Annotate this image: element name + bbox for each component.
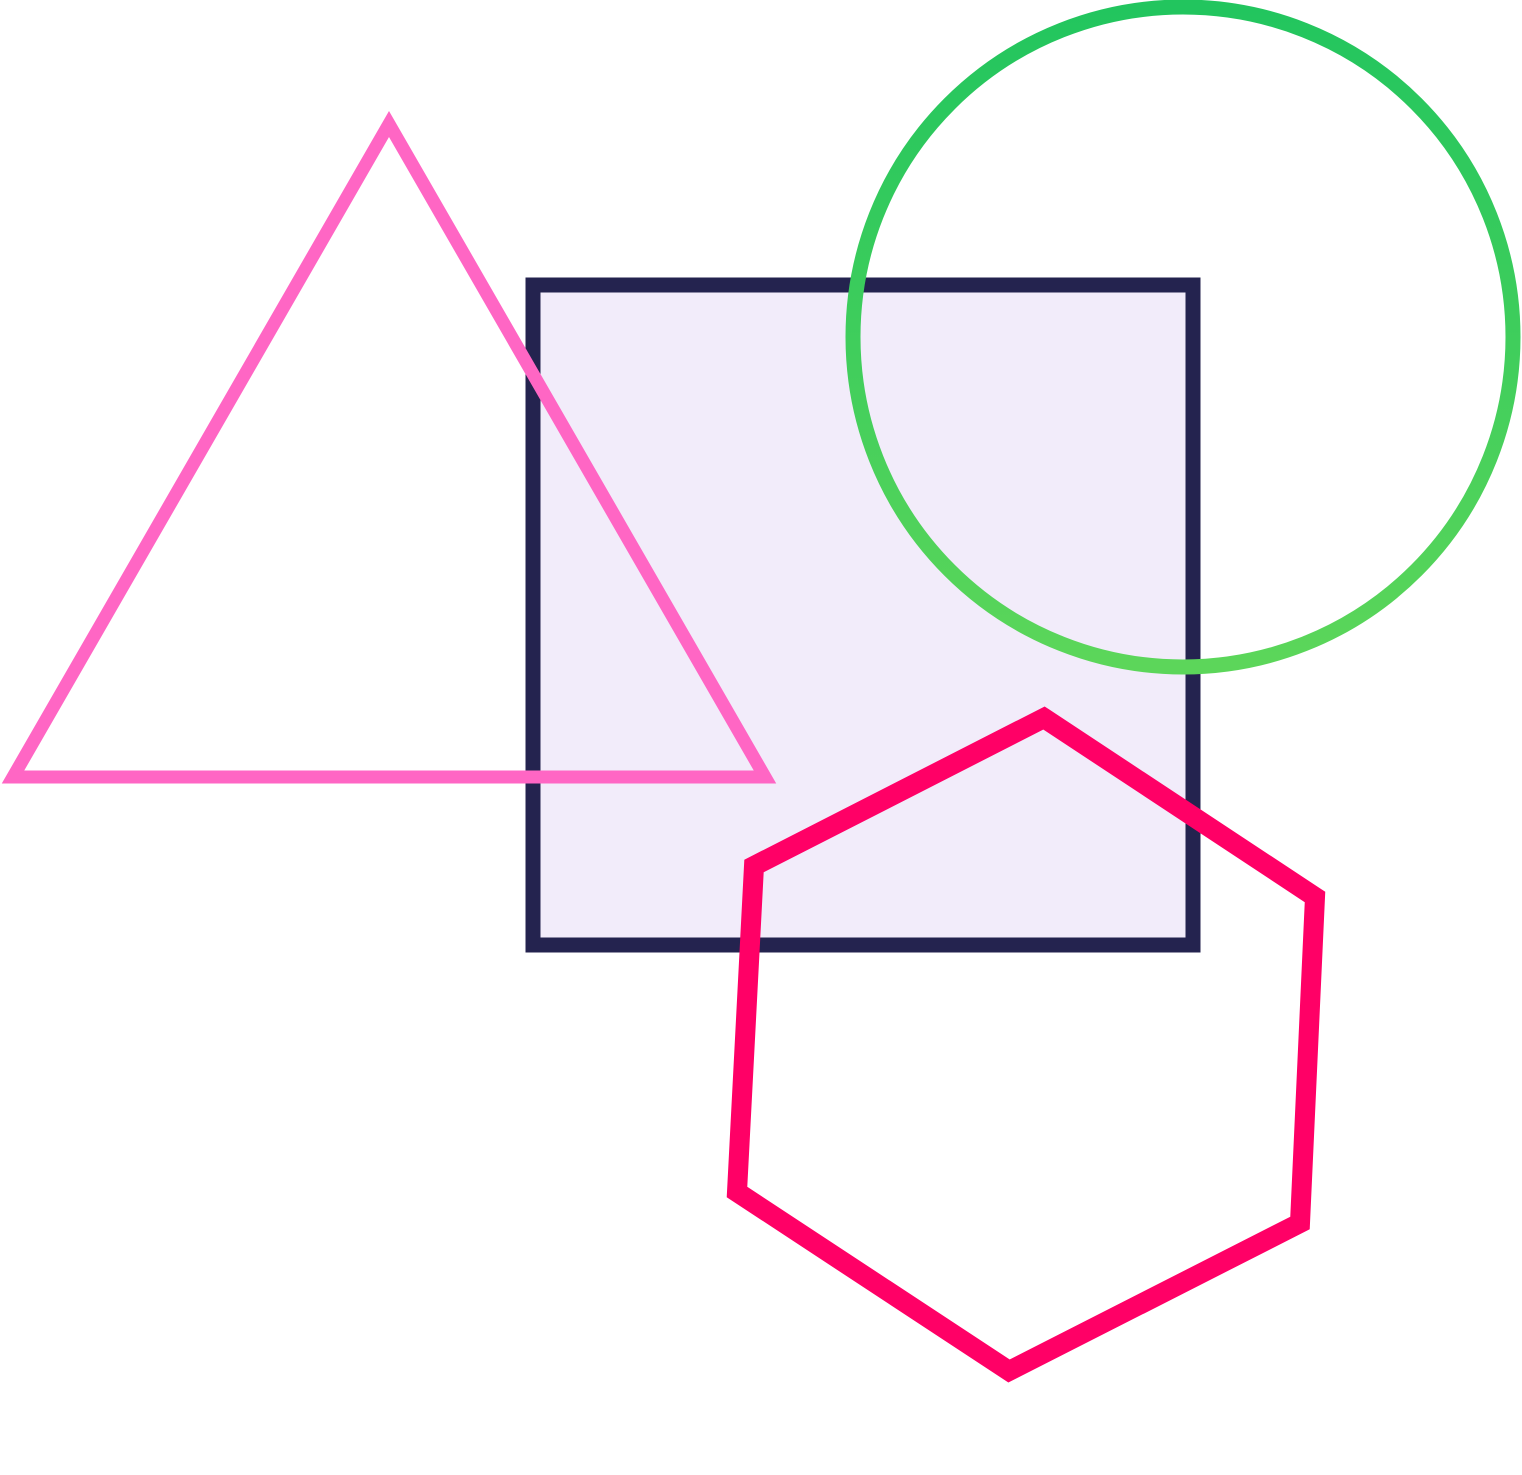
circle-shape — [845, 0, 1521, 675]
hexagon-shape — [726, 706, 1326, 1383]
triangle-shape — [1, 110, 777, 784]
